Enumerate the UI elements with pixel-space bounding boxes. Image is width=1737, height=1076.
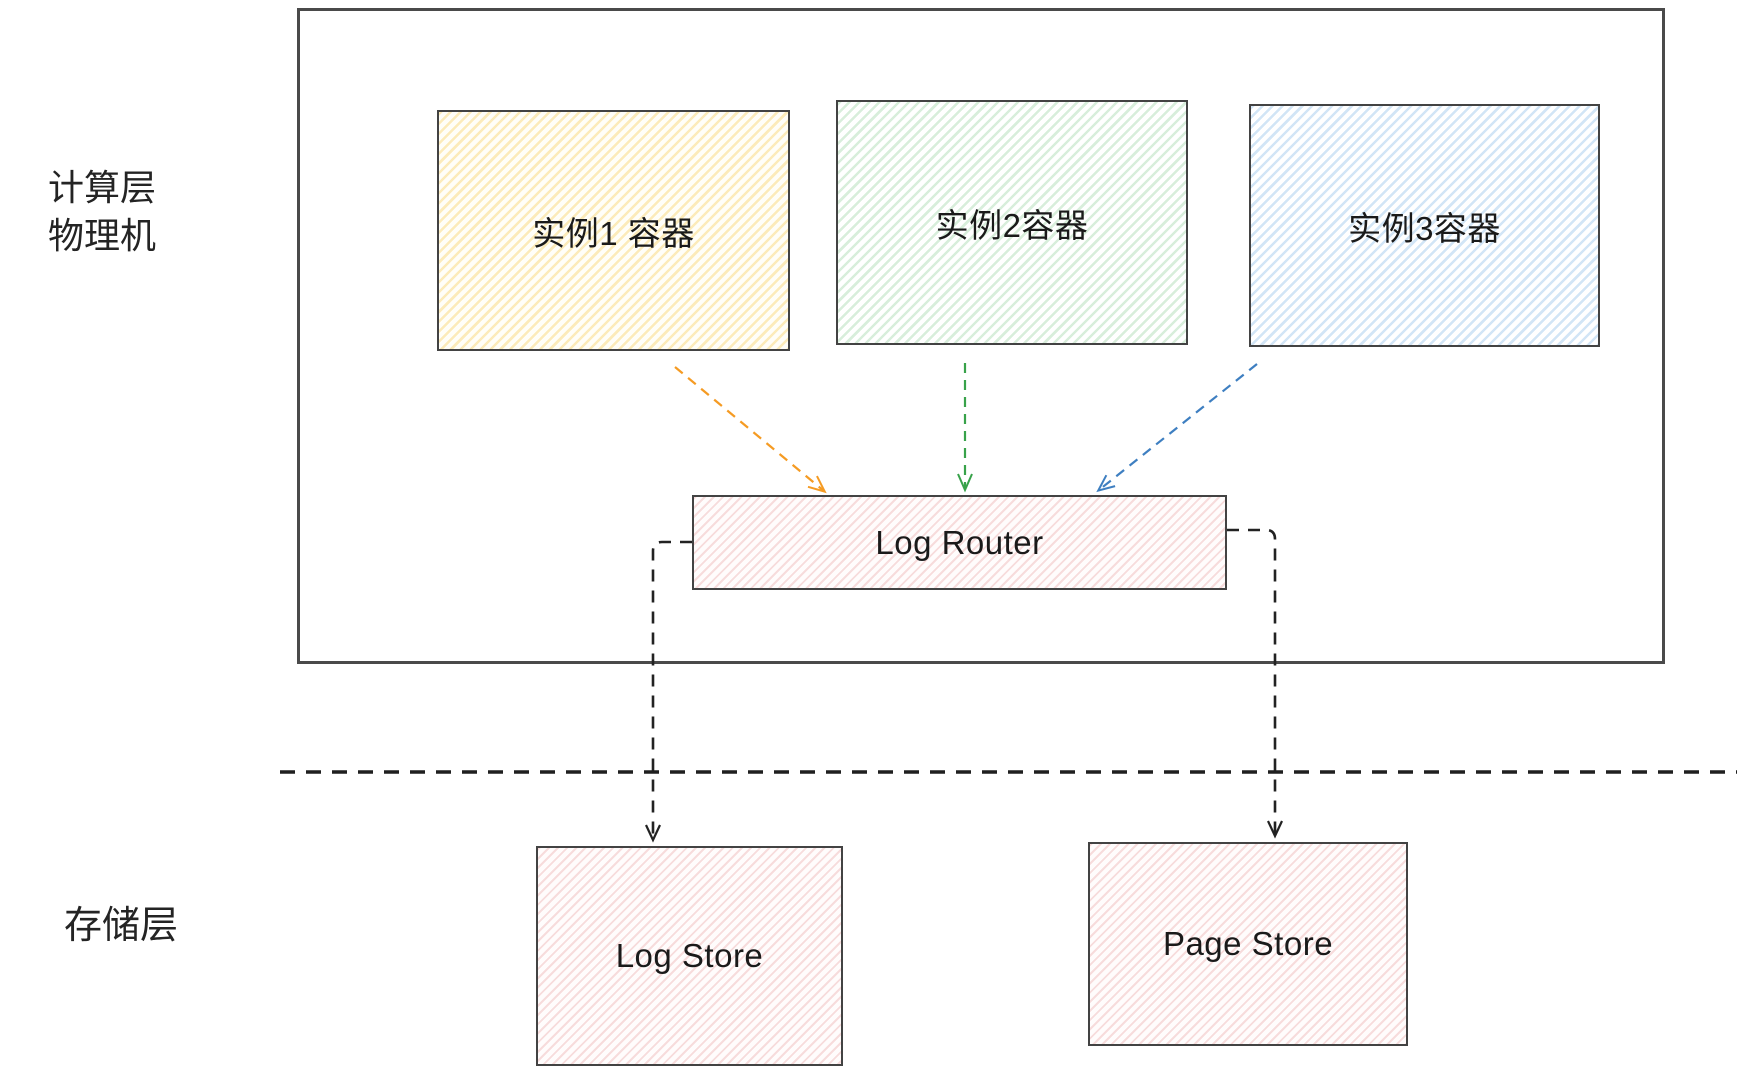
node-log-router-label: Log Router [875,523,1044,561]
compute-layer-box [297,8,1665,664]
node-instance3-label: 实例3容器 [1348,209,1501,247]
storage-layer-label: 存储层 [64,902,178,950]
node-page-store: Page Store [1088,842,1408,1046]
node-log-store-label: Log Store [615,937,764,974]
node-instance1-label: 实例1 容器 [532,214,695,252]
node-log-router: Log Router [692,495,1227,590]
node-instance1-container: 实例1 容器 [437,110,790,351]
node-instance2-container: 实例2容器 [836,100,1188,345]
storage-layer-label-text: 存储层 [64,905,179,947]
compute-layer-label-line2: 物理机 [48,215,157,256]
compute-layer-label-line1: 计算层 [48,167,157,208]
node-instance3-container: 实例3容器 [1249,104,1600,347]
node-page-store-label: Page Store [1162,925,1334,962]
node-log-store: Log Store [536,846,843,1066]
node-instance2-label: 实例2容器 [935,206,1089,244]
compute-layer-label: 计算层物理机 [48,164,156,260]
